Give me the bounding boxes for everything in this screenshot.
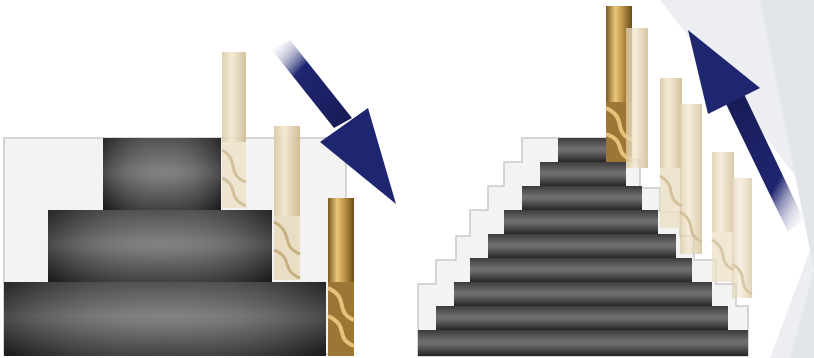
end-mill-active bbox=[328, 198, 354, 356]
end-mill-active-right bbox=[606, 6, 648, 168]
end-mill-faded-right-1 bbox=[660, 78, 702, 254]
left-panel bbox=[4, 40, 396, 356]
end-mill-faded-1 bbox=[222, 52, 246, 208]
end-mill-faded-2 bbox=[274, 126, 300, 280]
